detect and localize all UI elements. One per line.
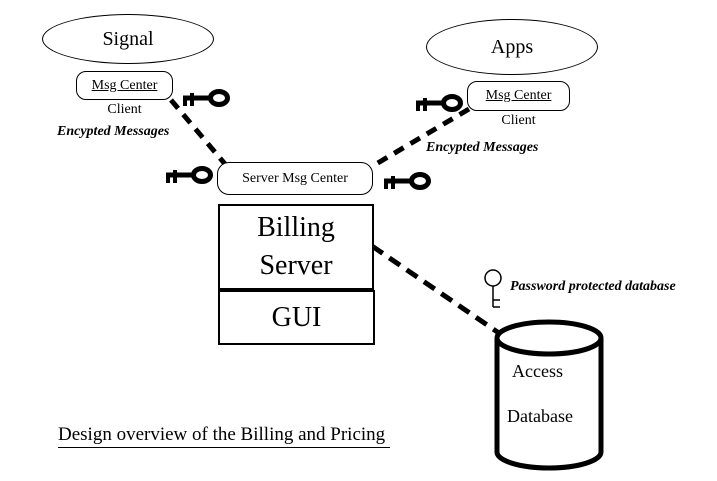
left-client-label: Client xyxy=(107,102,142,117)
database-line1: Access xyxy=(512,361,563,381)
encrypted-link-right xyxy=(369,106,471,170)
gui-label: GUI xyxy=(271,301,322,333)
right-msg-center-label: Msg Center xyxy=(485,88,552,103)
key-icon xyxy=(384,175,429,190)
server-msg-center-label: Server Msg Center xyxy=(242,170,348,186)
apps-label: Apps xyxy=(490,35,534,58)
key-icon xyxy=(183,92,228,107)
apps-node: Apps xyxy=(426,19,598,75)
billing-server-line1: Billing xyxy=(257,212,335,243)
database-line2: Database xyxy=(507,406,573,426)
right-encrypted-note: Encypted Messages xyxy=(426,140,539,155)
server-msg-center-box: Server Msg Center xyxy=(217,162,373,195)
left-encrypted-note: Encypted Messages xyxy=(57,124,170,139)
right-msg-center-box: Msg Center xyxy=(467,81,570,111)
left-msg-center-box: Msg Center xyxy=(76,71,173,100)
password-protected-note: Password protected database xyxy=(510,279,676,294)
key-icon xyxy=(166,169,211,184)
diagram-title: Design overview of the Billing and Prici… xyxy=(58,424,391,448)
signal-label: Signal xyxy=(102,27,154,50)
encrypted-link-left xyxy=(169,98,227,166)
diagram-title-wrap: Design overview of the Billing and Prici… xyxy=(58,424,391,448)
gui-box: GUI xyxy=(218,290,375,345)
database-cylinder-icon xyxy=(494,319,604,471)
right-client-label: Client xyxy=(501,113,536,128)
billing-server-box: Billing Server xyxy=(218,204,374,290)
left-msg-center-label: Msg Center xyxy=(91,77,158,93)
vertical-key-icon xyxy=(484,269,502,308)
server-database-link xyxy=(370,243,514,345)
signal-node: Signal xyxy=(42,14,214,64)
key-icon xyxy=(416,97,461,112)
billing-server-line2: Server xyxy=(259,250,333,281)
